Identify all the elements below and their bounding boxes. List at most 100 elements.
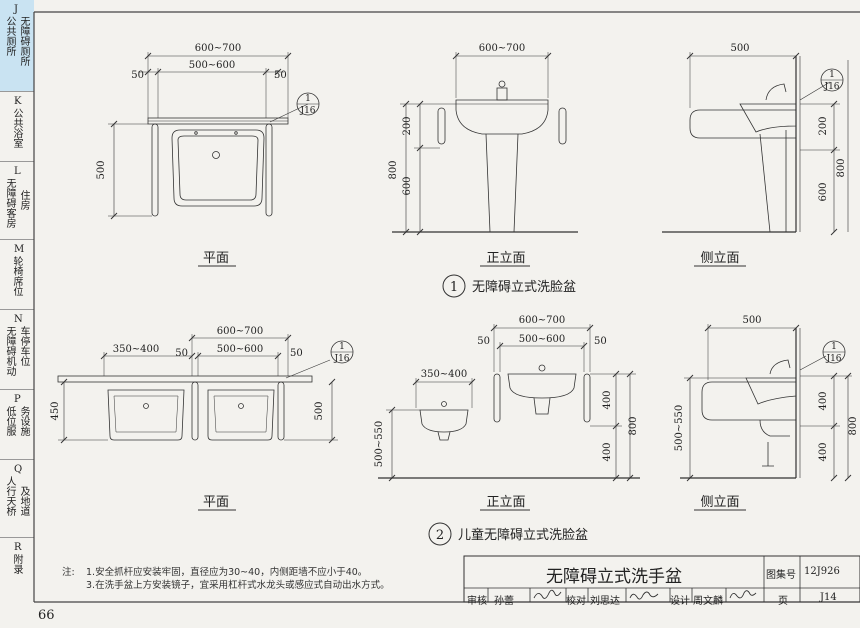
d1-side-view <box>662 52 849 236</box>
tab-label-2: 车停车位 <box>18 326 29 366</box>
checker-name: 刘思达 <box>590 596 620 607</box>
sidebar-tab-l[interactable]: L 无障碍客房 住房 <box>0 162 34 240</box>
d1-plan-dim-mid: 500~600 <box>189 60 236 71</box>
d2-plan-label: 平面 <box>203 495 229 510</box>
note-line-1: 1.安全抓杆应安装牢固，直径应为30~40，内侧距墙不应小于40。 <box>86 567 368 578</box>
d2-front-dim-top: 600~700 <box>519 315 566 326</box>
d2-front-dim-small: 350~400 <box>421 369 468 380</box>
tab-label: 公共厕所 <box>4 16 15 56</box>
d1-plan-dim-depth: 500 <box>96 160 107 179</box>
atlas-number: 12J926 <box>804 566 840 577</box>
d1-ref-sheet: J16 <box>299 106 315 116</box>
tab-label: 无障碍机动 <box>4 326 15 376</box>
sidebar-tab-m[interactable]: M 轮椅席位 <box>0 240 34 310</box>
sidebar-tab-q[interactable]: Q 人行天桥 及地道 <box>0 460 34 538</box>
d2-side-dim-width: 500 <box>742 315 761 326</box>
d2-front-dim-50-right: 50 <box>594 336 607 347</box>
d1-plan-view <box>108 52 320 220</box>
signatures <box>533 589 757 600</box>
d1-caption-title: 无障碍立式洗脸盆 <box>472 280 576 295</box>
d1-plan-dim-left: 50 <box>131 70 144 81</box>
d1-side-dim-600: 600 <box>818 182 829 201</box>
d1-plan-dim-right: 50 <box>274 70 287 81</box>
d1-side-dim-200: 200 <box>818 116 829 135</box>
d1-plan-dim-top: 600~700 <box>195 43 242 54</box>
d2-front-label: 正立面 <box>486 495 525 510</box>
notes-label: 注: <box>62 567 75 578</box>
tab-label-2: 及地道 <box>18 486 29 516</box>
d2-plan-dim-mid: 500~600 <box>217 344 264 355</box>
d2-plan-dim-left: 50 <box>175 348 188 359</box>
tab-label: 公共浴室 <box>11 108 22 148</box>
d2-plan-dim-450: 450 <box>50 401 61 420</box>
sidebar-tab-p[interactable]: P 低位服 务设施 <box>0 390 34 460</box>
sidebar-tab-j[interactable]: J 公共厕所 无障碍厕所 <box>0 0 34 92</box>
tab-letter: N <box>14 314 23 325</box>
title-block-grid <box>463 555 860 603</box>
d1-side-ref-sheet: J16 <box>823 82 839 92</box>
tab-label: 低位服 <box>4 406 15 436</box>
d2-ref-sheet: J16 <box>333 354 349 364</box>
d2-side-ref-number: 1 <box>831 342 837 352</box>
d1-front-dim-800: 800 <box>388 160 399 179</box>
d2-plan-dim-right: 50 <box>290 348 303 359</box>
d2-front-dim-400-top: 400 <box>602 390 613 409</box>
tab-label-2: 住房 <box>18 190 29 210</box>
tab-label: 人行天桥 <box>4 476 15 516</box>
d1-front-label: 正立面 <box>486 251 525 266</box>
d2-side-dim-800: 800 <box>848 416 859 435</box>
d2-side-view <box>680 324 852 482</box>
tab-letter: K <box>14 96 22 107</box>
tab-label-2: 务设施 <box>18 406 29 436</box>
d2-front-dim-800: 800 <box>628 416 639 435</box>
d1-plan-label: 平面 <box>203 251 229 266</box>
tab-letter: R <box>14 542 22 553</box>
d2-plan-dim-small: 350~400 <box>113 344 160 355</box>
d2-side-label: 侧立面 <box>700 495 739 510</box>
d1-caption-number: 1 <box>450 280 458 295</box>
review-label: 审核 <box>467 596 487 607</box>
tab-letter: P <box>14 394 21 405</box>
d1-front-dim-width: 600~700 <box>479 43 526 54</box>
sidebar-tab-k[interactable]: K 公共浴室 <box>0 92 34 162</box>
design-label: 设计 <box>670 596 690 607</box>
d2-front-dim-400-bottom: 400 <box>602 442 613 461</box>
atlas-label: 图集号 <box>766 570 796 581</box>
designer-name: 周文麟 <box>693 596 723 607</box>
note-line-2: 3.在洗手盆上方安装镜子，宜采用杠杆式水龙头或感应式自动出水方式。 <box>86 580 390 591</box>
d2-ref-number: 1 <box>339 342 345 352</box>
d2-front-view <box>378 324 640 482</box>
d1-side-dim-800: 800 <box>836 158 847 177</box>
d1-front-dim-600: 600 <box>402 176 413 195</box>
d2-plan-view <box>57 334 354 444</box>
d1-side-ref-number: 1 <box>829 70 835 80</box>
sidebar: J 公共厕所 无障碍厕所 K 公共浴室 L 无障碍客房 住房 M 轮椅席位 N … <box>0 0 34 600</box>
d2-side-dim-500-550: 500~550 <box>674 405 685 452</box>
tab-label: 无障碍客房 <box>4 178 15 228</box>
drawing-title: 无障碍立式洗手盆 <box>546 567 682 587</box>
tab-label-2: 无障碍厕所 <box>18 16 29 66</box>
tab-letter: M <box>14 244 25 255</box>
d2-front-dim-500-550: 500~550 <box>374 421 385 468</box>
page-number: 66 <box>38 608 55 623</box>
page-label: 页 <box>778 596 788 607</box>
tab-letter: L <box>14 166 21 177</box>
tab-label: 轮椅席位 <box>11 256 22 296</box>
sidebar-tab-r[interactable]: R 附录 <box>0 538 34 600</box>
d2-front-dim-mid: 500~600 <box>519 334 566 345</box>
d2-plan-dim-top: 600~700 <box>217 326 264 337</box>
d2-caption-number: 2 <box>436 528 444 543</box>
page-code: J14 <box>820 592 837 603</box>
d2-side-dim-400-top: 400 <box>818 391 829 410</box>
d2-caption-title: 儿童无障碍立式洗脸盆 <box>458 527 588 543</box>
d2-side-ref-sheet: J16 <box>825 354 841 364</box>
d2-side-dim-400-bottom: 400 <box>818 442 829 461</box>
tab-letter: J <box>14 4 19 15</box>
d1-front-dim-200: 200 <box>402 116 413 135</box>
sidebar-tab-n[interactable]: N 无障碍机动 车停车位 <box>0 310 34 390</box>
d2-plan-dim-500: 500 <box>314 401 325 420</box>
d1-side-label: 侧立面 <box>700 251 739 266</box>
d2-front-dim-50-left: 50 <box>477 336 490 347</box>
tab-letter: Q <box>14 464 23 475</box>
